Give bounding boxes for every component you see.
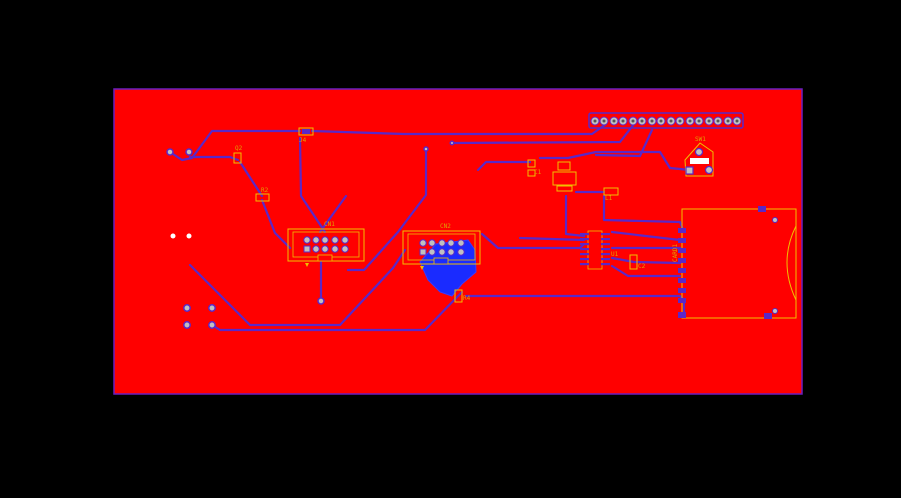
trace [450, 122, 636, 145]
trace [188, 155, 240, 162]
potentiometer [684, 142, 714, 177]
regulator [552, 161, 577, 192]
trace [480, 232, 586, 250]
cap-c2 [629, 254, 638, 270]
r2-label: R2 [261, 187, 269, 194]
cn1-label: CN1 [324, 221, 335, 228]
q2-label: Q2 [235, 145, 243, 152]
trace [564, 194, 586, 238]
trace [346, 148, 428, 272]
trace [188, 248, 407, 327]
connector-cn1: CN1 [287, 221, 365, 267]
trace [318, 194, 348, 234]
trace-layer [168, 122, 692, 332]
ic-u1 [580, 230, 610, 270]
cap-l1 [603, 187, 619, 196]
trace [298, 136, 327, 234]
resistor-r4 [454, 289, 463, 303]
cap-c1 [527, 159, 536, 177]
l1-label: L1 [605, 195, 613, 202]
r4-label: R4 [463, 295, 471, 302]
mount-holes [170, 233, 192, 239]
trace [538, 150, 692, 172]
trace [518, 236, 586, 242]
trace [210, 290, 464, 332]
pin-header [588, 112, 744, 129]
button-pads [183, 304, 216, 329]
card-label: CARD1 [672, 244, 679, 262]
resistor-r2 [255, 193, 270, 202]
via [166, 148, 174, 156]
connector-cn2: CN2 [402, 223, 481, 270]
sw-label: SW1 [695, 136, 706, 143]
cn2-label: CN2 [440, 223, 451, 230]
trace [238, 160, 264, 198]
trace [310, 122, 608, 136]
via [449, 140, 455, 146]
u1-label: U1 [611, 251, 619, 258]
via [423, 146, 429, 152]
trace [476, 160, 532, 172]
trace [594, 128, 654, 158]
resistor-j4 [298, 127, 314, 136]
c1-label: C1 [534, 169, 542, 176]
pin-header-body [588, 112, 744, 129]
via [317, 297, 325, 305]
vias [166, 140, 455, 305]
trace [610, 256, 682, 265]
via [185, 148, 193, 156]
trace [260, 198, 292, 250]
transistor-q2 [233, 152, 242, 164]
sd-card-socket [678, 206, 797, 319]
j4-label: J4 [299, 137, 307, 144]
c2-label: C2 [638, 263, 646, 270]
trace [610, 230, 682, 242]
smd-parts [233, 127, 638, 303]
trace [610, 264, 682, 278]
silkscreen-labels: Q2 R2 J4 R4 C1 L1 C2 U1 SW1 CARD1 [235, 136, 706, 302]
